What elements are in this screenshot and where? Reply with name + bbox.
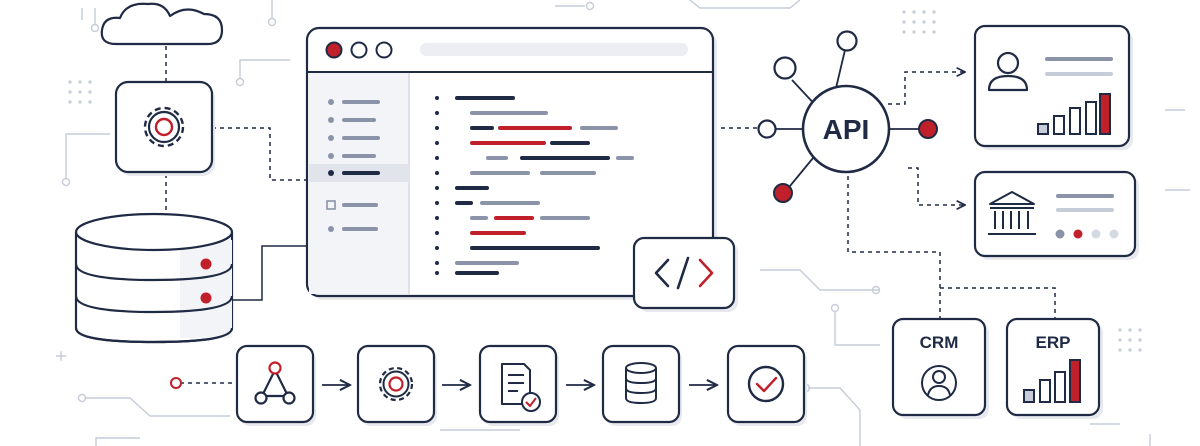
pipeline-start-node[interactable] (170, 377, 182, 389)
crm-label: CRM (920, 333, 959, 352)
dot-grid-top-left (68, 80, 92, 104)
window-sidebar (309, 73, 410, 294)
database-icon (74, 212, 234, 344)
dot-grid-bottom-right (1118, 328, 1142, 352)
gear-icon (378, 366, 414, 402)
code-lines (435, 96, 634, 275)
bank-icon (988, 191, 1036, 235)
check-circle-icon (747, 365, 785, 403)
erp-label: ERP (1036, 333, 1071, 352)
pipeline-step-database[interactable] (601, 344, 682, 426)
cloud-icon (100, 2, 224, 46)
bar-chart-icon (1037, 93, 1111, 135)
user-circle-icon (921, 365, 957, 401)
dot-grid-top-right (902, 10, 936, 34)
bank-card[interactable] (973, 170, 1139, 260)
database-icon (625, 362, 657, 405)
api-hub[interactable]: API (757, 30, 938, 203)
window-minimize-dot[interactable] (350, 41, 368, 59)
connectors (165, 46, 1056, 384)
pipeline-step-gear[interactable] (356, 344, 437, 426)
gear-tile[interactable] (114, 80, 215, 176)
api-node-right[interactable] (918, 119, 938, 139)
pipeline-step-document[interactable] (478, 344, 559, 426)
api-to-crm-connector (847, 176, 941, 318)
api-node-top-left[interactable] (773, 56, 797, 80)
gear-to-window-connector (212, 127, 306, 181)
api-node-top[interactable] (836, 30, 858, 52)
gear-icon (143, 106, 185, 148)
user-profile-card[interactable] (973, 24, 1133, 150)
crm-card[interactable]: CRM (891, 317, 989, 419)
code-icon (654, 256, 714, 290)
erp-card[interactable]: ERP (1005, 317, 1103, 419)
api-node-bottom-left[interactable] (773, 183, 793, 203)
pagination-dots (1055, 229, 1119, 239)
api-node-left[interactable] (757, 119, 777, 139)
webhook-icon (254, 361, 296, 405)
window-close-dot[interactable] (325, 41, 343, 59)
api-label: API (823, 114, 870, 145)
crm-to-erp-connector (940, 287, 1056, 318)
window-maximize-dot[interactable] (375, 41, 393, 59)
user-icon (987, 51, 1029, 92)
api-to-user-card-connector[interactable] (888, 72, 965, 105)
background-decorations (68, 10, 1142, 352)
code-editor-window[interactable] (305, 26, 717, 300)
pipeline-step-webhook[interactable] (235, 344, 316, 426)
database-to-window-connector (230, 245, 306, 301)
document-check-icon (501, 363, 541, 412)
bar-chart-icon (1023, 359, 1081, 403)
window-address-bar[interactable] (420, 43, 688, 56)
pipeline (235, 344, 807, 426)
api-to-bank-card-connector[interactable] (908, 167, 965, 205)
pipeline-step-check[interactable] (726, 344, 807, 426)
code-badge[interactable] (632, 236, 738, 312)
